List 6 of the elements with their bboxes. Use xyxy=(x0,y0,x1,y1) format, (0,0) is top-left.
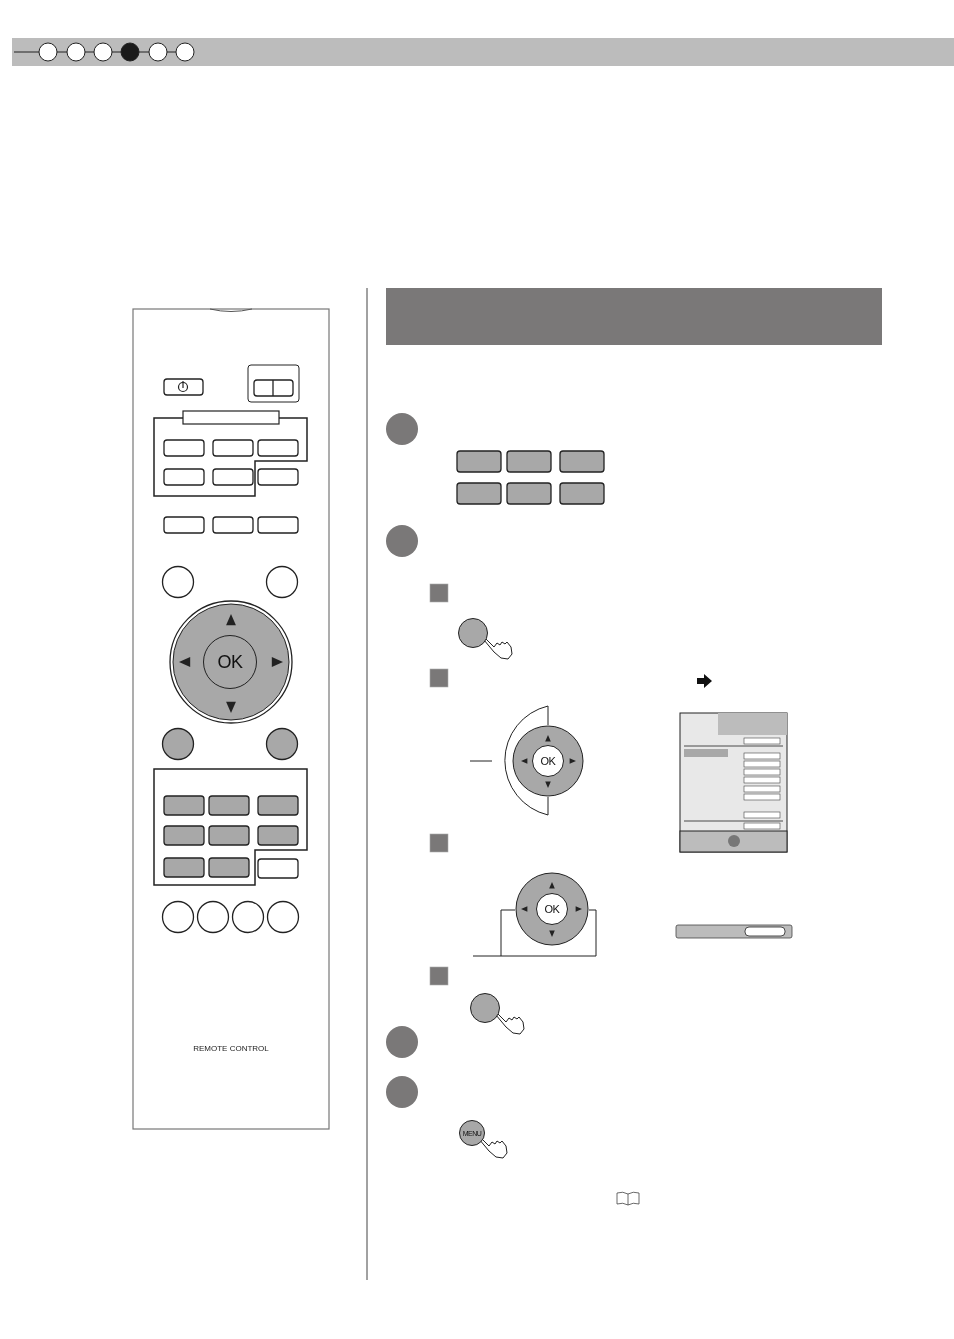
section-banner xyxy=(386,288,882,345)
leader-line xyxy=(469,705,549,816)
device-caption: REMOTE CONTROL xyxy=(192,1044,270,1053)
leader-line xyxy=(472,909,597,957)
round-button xyxy=(470,993,500,1023)
round-button xyxy=(458,618,488,648)
